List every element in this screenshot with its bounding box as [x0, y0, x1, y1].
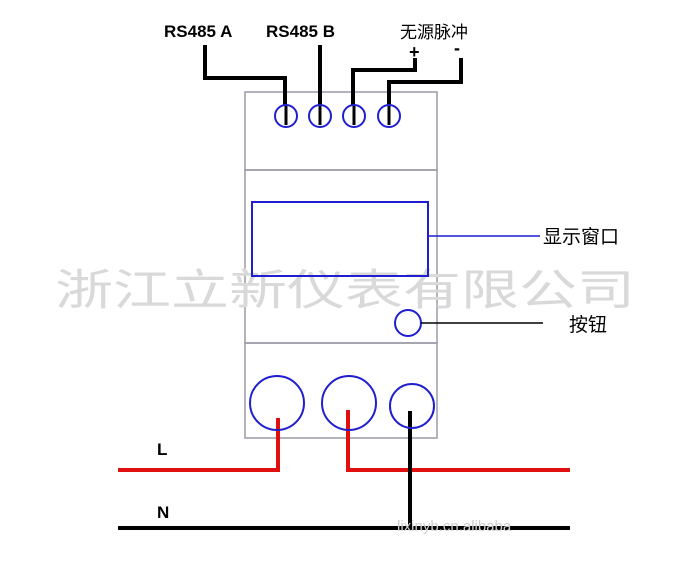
wire-live-l [118, 418, 280, 472]
terminal-l-out [321, 375, 377, 431]
label-passive-pulse: 无源脉冲 [400, 23, 468, 43]
label-minus: - [454, 38, 460, 58]
meter-body [244, 91, 438, 439]
meter-middle-section [244, 169, 438, 344]
label-plus: + [409, 42, 420, 62]
wire-live-out [346, 410, 570, 472]
label-rs485-b: RS485 B [266, 22, 335, 41]
terminal-n [389, 383, 435, 429]
top-terminals [274, 104, 401, 128]
wire-rs485-a [203, 45, 287, 108]
label-line-l: L [157, 440, 167, 459]
wire-pulse-plus [351, 58, 417, 108]
watermark-company: 浙江立新仪表有限公司 [55, 266, 635, 316]
label-rs485-a: RS485 A [164, 22, 232, 41]
label-line-n: N [157, 503, 169, 522]
wire-pulse-minus [387, 58, 463, 108]
meter-top-section [244, 91, 438, 171]
watermark-url: lixinyb.cn.alibaba [397, 518, 512, 535]
label-display-window: 显示窗口 [543, 226, 619, 248]
top-wires [203, 45, 463, 108]
terminal-l-in [249, 375, 305, 431]
label-button: 按钮 [569, 314, 607, 336]
top-terminal-stubs [284, 106, 391, 125]
display-window [251, 201, 429, 277]
meter-bottom-section [244, 342, 438, 439]
